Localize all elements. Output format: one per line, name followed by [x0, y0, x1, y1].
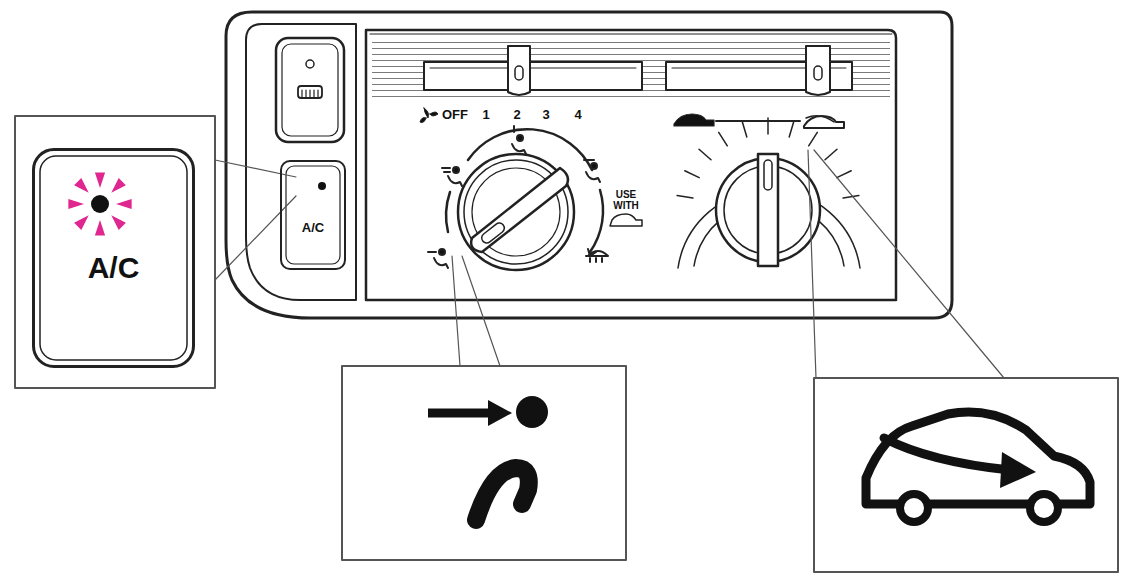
button-label: A/C — [302, 220, 324, 235]
temp-scale-tick — [719, 132, 728, 146]
indicator-ray — [116, 199, 132, 209]
ac-button: A/C — [280, 160, 346, 270]
temp-scale-tick — [789, 122, 794, 137]
mode-note: USE WITH — [609, 190, 643, 211]
temp-scale-tick — [742, 122, 747, 137]
indicator-ray — [95, 220, 105, 236]
temp-scale-tick — [843, 196, 859, 199]
fan-speed-label: 2 — [513, 108, 520, 121]
temp-scale-tick — [677, 196, 693, 199]
indicator-ray — [74, 215, 89, 230]
temp-scale-tick — [685, 171, 699, 178]
indicator-ray — [111, 178, 126, 193]
ac-button-zoom: A/C — [32, 148, 195, 368]
indicator-ray — [95, 172, 105, 188]
indicator-ray — [68, 199, 84, 209]
fan-speed-label: 4 — [574, 108, 581, 121]
temp-scale-tick — [809, 132, 818, 146]
fan-speed-label: OFF — [442, 108, 468, 121]
temp-scale-tick — [837, 171, 851, 178]
indicator-ray — [74, 178, 89, 193]
temp-scale-tick — [825, 149, 837, 160]
button-label: A/C — [88, 251, 140, 285]
fan-speed-label: 3 — [542, 108, 549, 121]
indicator-ray — [111, 215, 126, 230]
temp-scale-tick — [699, 149, 711, 160]
fan-speed-label: 1 — [482, 108, 489, 121]
